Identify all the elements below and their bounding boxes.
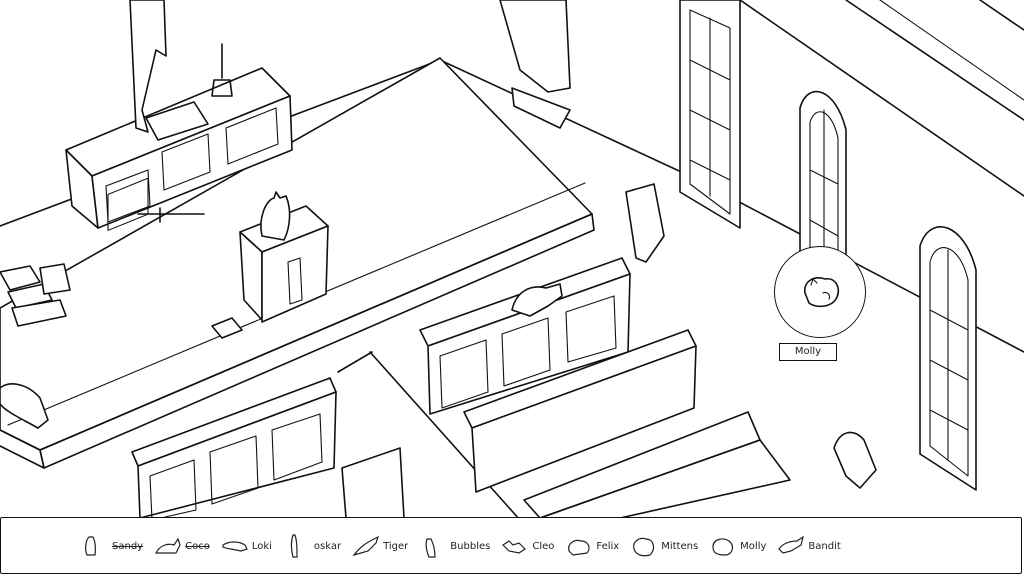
cat-name-label: Bubbles — [450, 540, 491, 552]
cat-entry-tiger[interactable]: Tiger — [352, 533, 408, 559]
cat-entry-felix[interactable]: Felix — [565, 533, 619, 559]
cat-stretching-icon — [222, 541, 248, 552]
cat-curled-icon — [804, 277, 840, 308]
pew-right-2 — [523, 411, 791, 519]
cat-crouching-icon — [155, 537, 181, 554]
cat-on-pulpit[interactable] — [260, 191, 291, 241]
magnifier-lens — [774, 246, 866, 338]
cat-entry-bubbles[interactable]: Bubbles — [419, 533, 490, 559]
left-pew-screen — [131, 377, 337, 521]
torn-banner — [625, 183, 665, 263]
cat-name-label: Sandy — [112, 540, 144, 552]
cats-on-pew[interactable] — [511, 283, 563, 317]
cat-checklist-bar: Sandy Coco Loki oskar Tiger Bubbles Cleo Felix M… — [0, 517, 1022, 574]
cat-by-wall[interactable] — [833, 431, 877, 489]
cat-curled-icon — [712, 538, 734, 556]
altar-table[interactable] — [65, 43, 293, 231]
cat-sitting-icon — [85, 536, 96, 556]
cat-name-label: Cleo — [532, 540, 555, 552]
window-lower — [919, 226, 977, 491]
cat-on-step[interactable] — [0, 383, 49, 429]
cat-lying-icon — [502, 540, 527, 554]
hanging-banner-right — [499, 0, 571, 93]
small-book[interactable] — [211, 317, 243, 339]
cat-name-label: Mittens — [661, 540, 699, 552]
cat-name-label: Felix — [596, 540, 620, 552]
cat-name-label: Loki — [251, 540, 272, 552]
cat-entry-oskar[interactable]: oskar — [283, 533, 341, 559]
cat-loaf-icon — [568, 539, 590, 556]
cat-entry-loki[interactable]: Loki — [221, 533, 272, 559]
cat-name-label: Coco — [185, 540, 210, 552]
pew-right-1 — [463, 329, 697, 493]
cat-entry-sandy[interactable]: Sandy — [81, 533, 143, 559]
sword[interactable] — [137, 207, 205, 223]
cat-checklist: Sandy Coco Loki oskar Tiger Bubbles Cleo Felix M… — [81, 518, 852, 574]
cat-entry-cleo[interactable]: Cleo — [501, 533, 554, 559]
cat-entry-coco[interactable]: Coco — [154, 533, 210, 559]
cat-round-icon — [633, 537, 655, 557]
cat-pouncing-icon — [778, 535, 805, 554]
cat-entry-molly[interactable]: Molly — [709, 533, 766, 559]
cat-leaping-icon — [352, 535, 380, 557]
cat-name-label: Molly — [740, 540, 767, 552]
cat-upright-icon — [290, 534, 298, 558]
cat-name-label: Tiger — [383, 540, 409, 552]
cat-entry-bandit[interactable]: Bandit — [777, 533, 841, 559]
cat-name-label: oskar — [313, 540, 342, 552]
hanging-banner — [129, 0, 167, 133]
hovered-cat-label: Molly — [779, 343, 837, 361]
cat-name-label: Bandit — [808, 540, 841, 552]
book-stack — [0, 263, 71, 327]
cat-entry-mittens[interactable]: Mittens — [630, 533, 698, 559]
window-upper — [679, 0, 741, 229]
cat-standing-icon — [425, 538, 436, 558]
